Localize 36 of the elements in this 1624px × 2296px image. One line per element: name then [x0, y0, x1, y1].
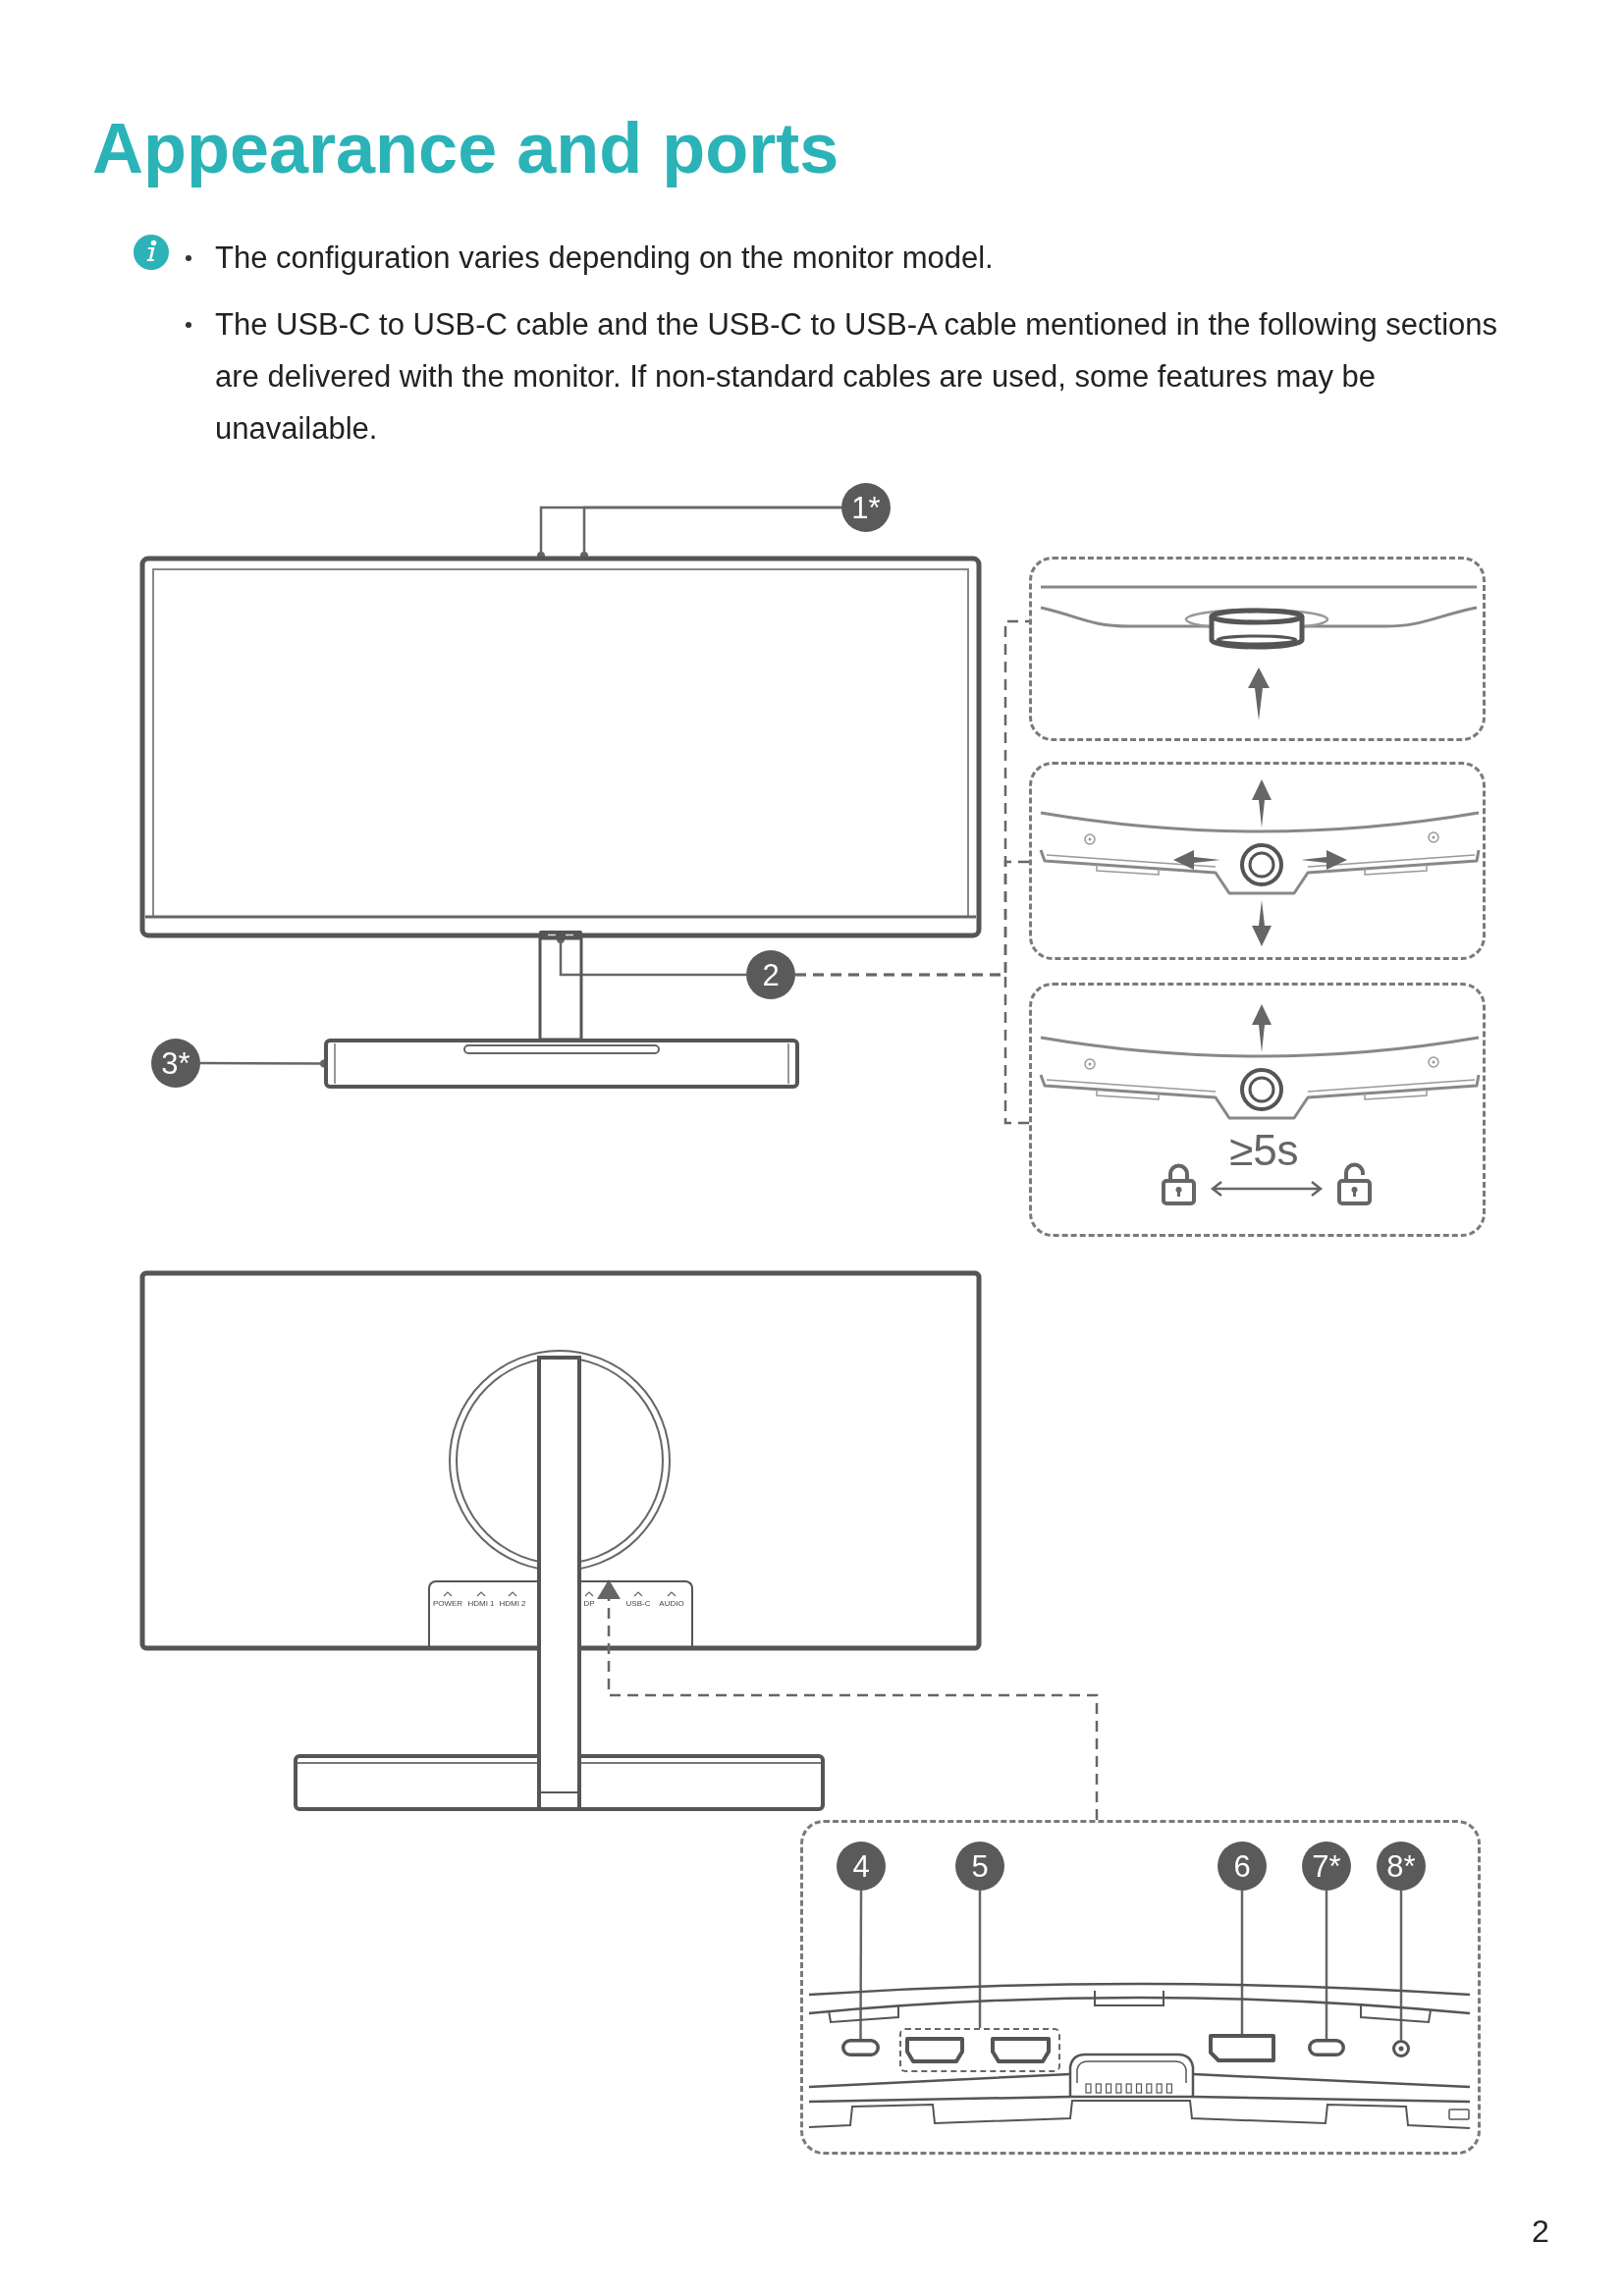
stand-base	[324, 1039, 799, 1089]
callout-number: 2	[746, 950, 795, 999]
callout-number: 5	[955, 1842, 1004, 1891]
port-label: DP	[583, 1599, 595, 1609]
port-slot	[1209, 2034, 1275, 2062]
port-label: POWER	[432, 1599, 463, 1609]
callout-number: 1*	[841, 483, 891, 532]
detail-panel	[800, 1820, 1481, 2155]
detail-panel	[1029, 557, 1486, 741]
duration-label: ≥5s	[1229, 1129, 1299, 1172]
port-label: USB-C	[625, 1599, 651, 1609]
dashed-connector	[795, 973, 1029, 1125]
leader-line	[1240, 1891, 1244, 2034]
page-number: 2	[1532, 2214, 1549, 2249]
detail-panel	[1029, 983, 1486, 1237]
port-label: AUDIO	[659, 1599, 684, 1609]
port-group-outline	[899, 2028, 1060, 2072]
callout-number: 3*	[151, 1039, 200, 1088]
port-slot	[1308, 2039, 1345, 2056]
port-label: HDMI 2	[499, 1599, 526, 1609]
callout-number: 7*	[1302, 1842, 1351, 1891]
port-slot	[841, 2039, 880, 2056]
note-text: The USB-C to USB-C cable and the USB-C to USB-A cable mentioned in the following sections are delivered with the monitor. If non-standard cables are used, some features may be unavailable.	[185, 298, 1500, 454]
callout-number: 6	[1218, 1842, 1267, 1891]
callout-number: 8*	[1377, 1842, 1426, 1891]
audio-jack	[1392, 2040, 1410, 2057]
joystick-button	[539, 931, 582, 939]
port-label: HDMI 1	[467, 1599, 495, 1609]
leader-line	[859, 1891, 863, 2039]
callout-number: 4	[837, 1842, 886, 1891]
monitor-front-illustration	[139, 556, 982, 1041]
leader-line	[1325, 1891, 1328, 2039]
leader-line	[1399, 1891, 1403, 2040]
leader-line	[978, 1891, 982, 2028]
note-text: The configuration varies depending on the monitor model.	[185, 232, 1500, 284]
dashed-arrow	[597, 1579, 1099, 1820]
